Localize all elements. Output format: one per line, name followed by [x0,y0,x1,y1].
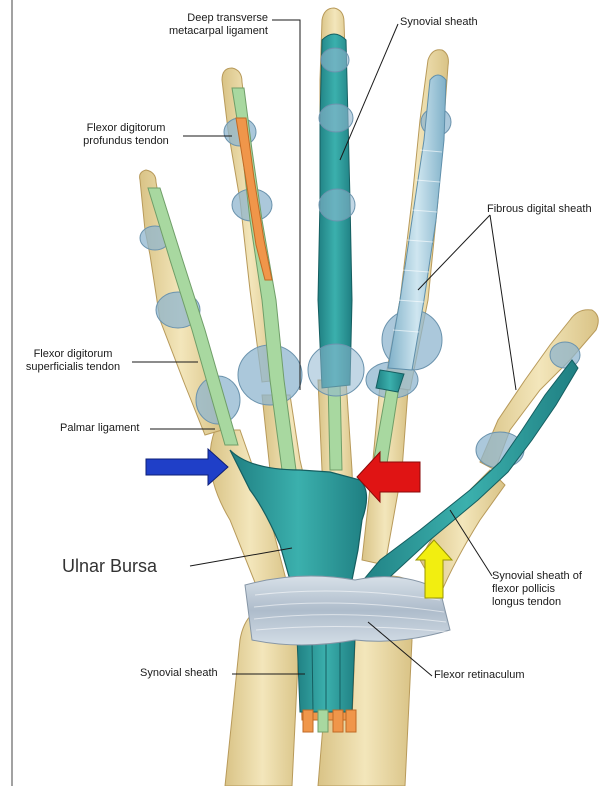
fds-tendon-label: Flexor digitorum superficialis tendon [14,348,132,374]
synovial-sheath-bottom-label: Synovial sheath [140,667,218,680]
label-line: metacarpal ligament [150,25,268,38]
label-line: Flexor digitorum [70,122,182,135]
fdp-tendon-label: Flexor digitorum profundus tendon [70,122,182,148]
label-line: Synovial sheath of [492,570,582,583]
label-line: profundus tendon [70,135,182,148]
label-line: superficialis tendon [14,361,132,374]
label-line: Deep transverse [150,12,268,25]
ulnar-bursa-label: Ulnar Bursa [62,556,157,576]
synovial-sheath-top-label: Synovial sheath [400,16,478,29]
label-line: longus tendon [492,596,582,609]
synovial-sheath-middle-finger [308,34,364,396]
palmar-ligament-label: Palmar ligament [60,422,139,435]
label-line: Flexor digitorum [14,348,132,361]
label-line: flexor pollicis [492,583,582,596]
fibrous-digital-sheath-label: Fibrous digital sheath [487,203,592,216]
deep-transverse-ligament-label: Deep transverse metacarpal ligament [150,12,268,38]
fpl-sheath-label: Synovial sheath of flexor pollicis longu… [492,570,582,609]
flexor-retinaculum-band [245,576,450,645]
flexor-retinaculum-label: Flexor retinaculum [434,669,524,682]
